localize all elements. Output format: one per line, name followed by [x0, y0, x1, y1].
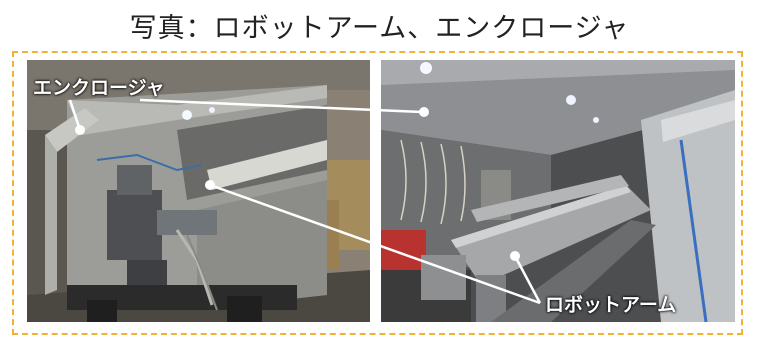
enclosure-label: エンクロージャ — [33, 77, 165, 99]
robot-arm-label: ロボットアーム — [545, 294, 677, 316]
photo-frame — [12, 51, 743, 335]
robot-arm-photo — [381, 60, 735, 322]
figure-title: 写真：ロボットアーム、エンクロージャ — [129, 13, 630, 44]
